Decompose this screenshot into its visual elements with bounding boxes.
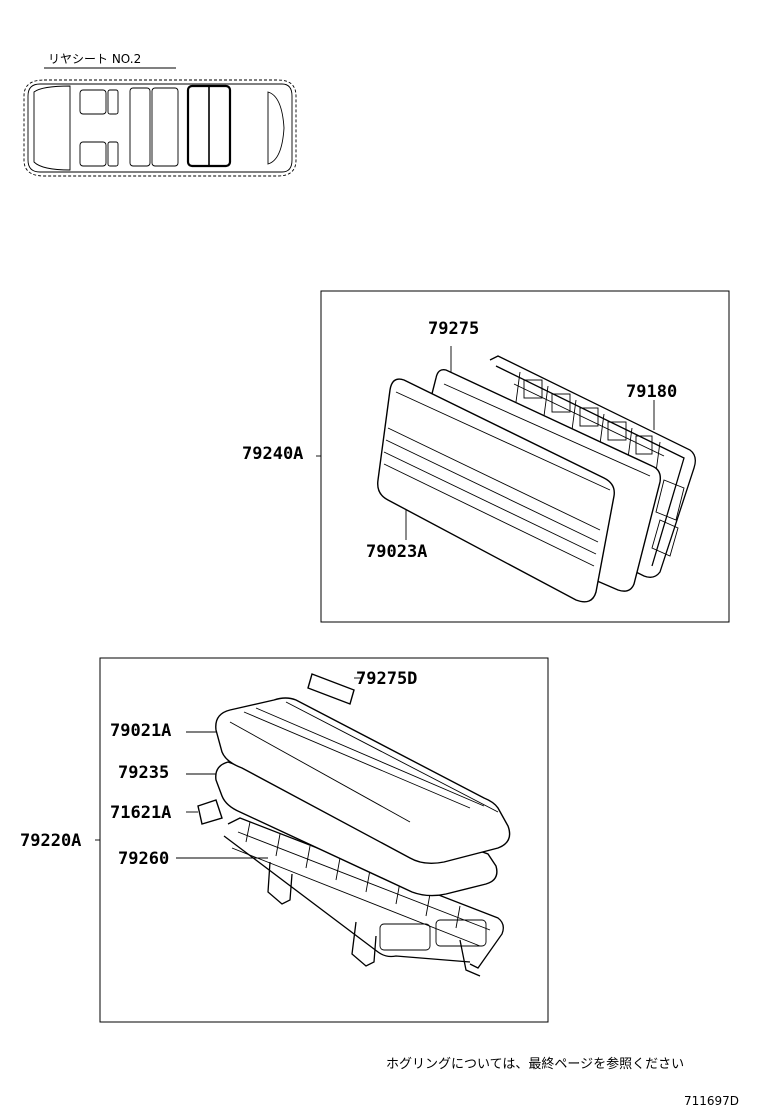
header-title: リヤシート NO.2 (48, 52, 141, 66)
upper-group-frame (320, 290, 730, 623)
lower-group: 79220A 79275D 7 (20, 657, 549, 1023)
part-label-79275D: 79275D (356, 669, 417, 689)
part-label-71621A: 71621A (110, 803, 171, 823)
vehicle-seat-map: リヤシート NO.2 (23, 52, 297, 177)
seatback-cover (377, 378, 615, 603)
part-label-79021A: 79021A (110, 721, 171, 741)
diagram-code: 711697D (684, 1094, 739, 1108)
assembly-label-79220A: 79220A (20, 831, 81, 851)
assembly-label-79240A: 79240A (242, 444, 303, 464)
part-label-79275: 79275 (428, 319, 479, 339)
part-label-79023A: 79023A (366, 542, 427, 562)
part-label-79180: 79180 (626, 382, 677, 402)
small-pad (307, 673, 355, 705)
upper-group: 79240A 79275 (242, 290, 730, 623)
hog-ring-note: ホグリングについては、最終ページを参照ください (386, 1056, 684, 1072)
cushion-cover (215, 697, 511, 865)
label-tag (197, 799, 223, 825)
part-label-79235: 79235 (118, 763, 169, 783)
cushion-frame (223, 817, 504, 977)
part-label-79260: 79260 (118, 849, 169, 869)
